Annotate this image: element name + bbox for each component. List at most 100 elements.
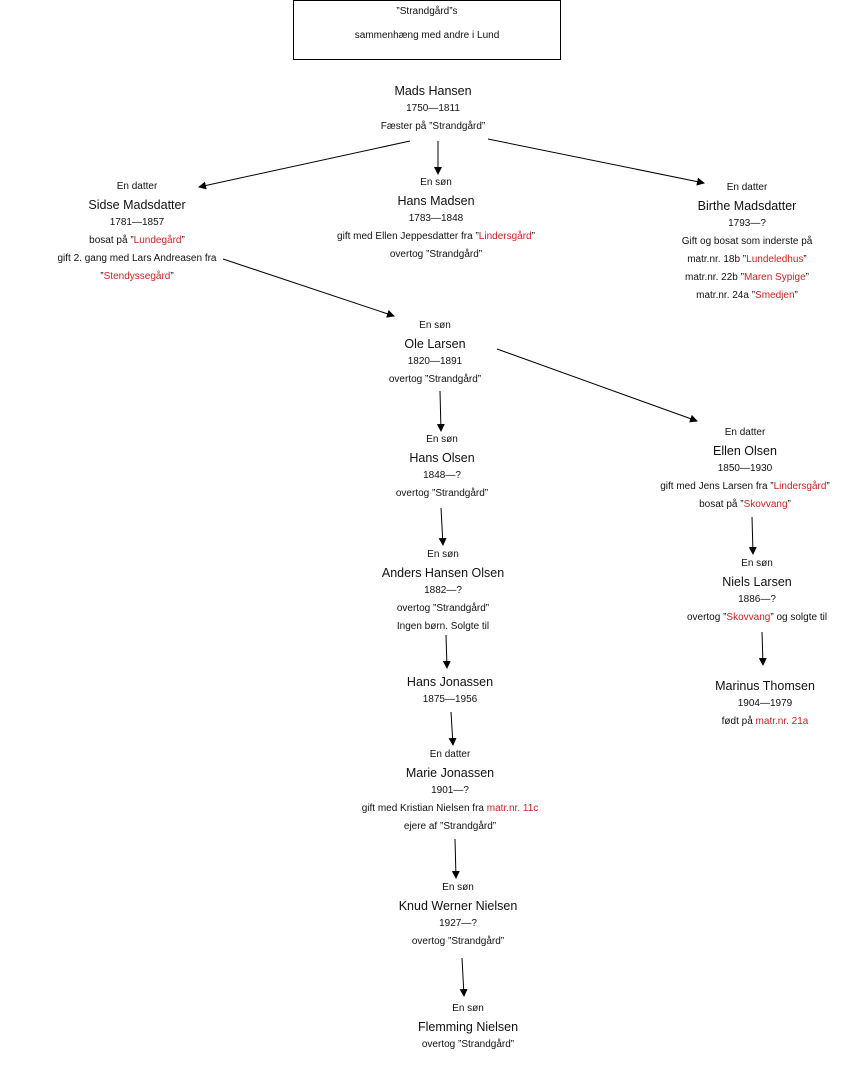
person-relation: En datter — [724, 427, 766, 438]
person-relation: En søn — [427, 549, 459, 560]
person-name: Marie Jonassen — [405, 766, 495, 780]
person-detail-line: gift med Kristian Nielsen fra matr.nr. 1… — [362, 800, 539, 818]
person-detail-line: 1783—1848 — [337, 210, 535, 228]
arrow-hans-jonassen-to-marie — [448, 711, 457, 746]
detail-text: ejere af ”Strandgård” — [403, 821, 497, 832]
person-detail-line: 1781—1857 — [58, 214, 217, 232]
person-detail-line: 1850—1930 — [660, 460, 830, 478]
person-name: Sidse Madsdatter — [88, 198, 186, 212]
detail-text: 1901—? — [431, 785, 469, 796]
person-detail-line: overtog ”Strandgård” — [382, 600, 504, 618]
person-detail-line: gift med Jens Larsen fra ”Lindersgård” — [660, 478, 830, 496]
detail-text: ” — [794, 290, 798, 301]
person-name: Hans Jonassen — [406, 675, 494, 689]
person-detail-line: ejere af ”Strandgård” — [362, 818, 539, 836]
person-detail-line: 1927—? — [399, 915, 518, 933]
person-detail-line: 1882—? — [382, 582, 504, 600]
arrow-ole-to-ellen — [496, 348, 698, 423]
detail-text: ” — [181, 235, 185, 246]
detail-text: 1886—? — [738, 594, 776, 605]
person-name: Hans Madsen — [397, 194, 475, 208]
person-detail-line: overtog ”Strandgård” — [418, 1036, 518, 1054]
detail-text: bosat på ” — [699, 499, 744, 510]
detail-text: overtog ”Strandgård” — [395, 488, 489, 499]
detail-text: bosat på ” — [89, 235, 134, 246]
detail-text: 1820—1891 — [407, 356, 463, 367]
person-detail-line: 1793—? — [682, 215, 813, 233]
detail-text: 1904—1979 — [737, 698, 793, 709]
detail-text: ” — [170, 271, 174, 282]
detail-text: 1927—? — [439, 918, 477, 929]
place-name: Lindersgård — [773, 481, 827, 492]
person-detail-line: 1848—? — [396, 467, 488, 485]
person-detail-line: født på matr.nr. 21a — [715, 713, 815, 731]
detail-text: Gift og bosat som inderste på — [681, 236, 813, 247]
person-detail-line: gift med Ellen Jeppesdatter fra ”Linders… — [337, 228, 535, 246]
person-detail-line: 1886—? — [687, 591, 827, 609]
arrow-hans-olsen-to-anders — [438, 507, 447, 546]
person-name: Marinus Thomsen — [715, 679, 815, 693]
person-relation: En søn — [452, 1003, 484, 1014]
detail-text: ” — [787, 499, 791, 510]
person-detail-line: overtog ”Strandgård” — [337, 246, 535, 264]
person-name: Ellen Olsen — [713, 444, 777, 458]
place-name: Lundegård — [133, 235, 182, 246]
person-detail-line: matr.nr. 24a ”Smedjen” — [682, 287, 813, 305]
place-name: Lundeledhus — [746, 254, 804, 265]
title-line-2: sammenhæng med andre i Lund — [354, 30, 500, 41]
person-relation: En søn — [420, 177, 452, 188]
person-detail-line: 1875—1956 — [407, 691, 493, 709]
detail-text: matr.nr. 24a ” — [696, 290, 756, 301]
detail-text: gift 2. gang med Lars Andreasen fra — [57, 253, 217, 264]
place-name: Lindersgård — [478, 231, 532, 242]
person-detail-line: Fæster på ”Strandgård” — [381, 118, 486, 136]
place-name: Skovvang — [743, 499, 788, 510]
person-name: Hans Olsen — [409, 451, 475, 465]
person-detail-line: gift 2. gang med Lars Andreasen fra — [58, 250, 217, 268]
detail-text: 1783—1848 — [408, 213, 464, 224]
place-name: matr.nr. 11c — [486, 803, 539, 814]
detail-text: overtog ”Strandgård” — [389, 249, 483, 260]
place-name: Stendyssegård — [103, 271, 171, 282]
person-relation: En søn — [442, 882, 474, 893]
person-detail-line: bosat på ”Skovvang” — [660, 496, 830, 514]
detail-text: matr.nr. 22b ” — [685, 272, 744, 283]
person-name: Anders Hansen Olsen — [381, 566, 505, 580]
person-detail-line: 1820—1891 — [389, 353, 481, 371]
arrow-anders-to-hans-jonassen — [442, 634, 451, 669]
place-name: Smedjen — [755, 290, 795, 301]
detail-text: født på — [721, 716, 756, 727]
detail-text: 1781—1857 — [109, 217, 165, 228]
detail-text: ” — [826, 481, 830, 492]
person-detail-line: bosat på ”Lundegård” — [58, 232, 217, 250]
detail-text: 1882—? — [424, 585, 462, 596]
detail-text: 1750—1811 — [406, 103, 460, 114]
person-detail-line: overtog ”Strandgård” — [399, 933, 518, 951]
detail-text: gift med Kristian Nielsen fra — [361, 803, 487, 814]
person-relation: En søn — [741, 558, 773, 569]
detail-text: 1875—1956 — [422, 694, 478, 705]
person-name: Niels Larsen — [722, 575, 792, 589]
detail-text: overtog ”Strandgård” — [388, 374, 482, 385]
arrow-sidse-to-ole — [222, 258, 395, 318]
detail-text: 1848—? — [423, 470, 461, 481]
detail-text: Fæster på ”Strandgård” — [380, 121, 486, 132]
arrow-marie-to-knud — [451, 838, 460, 879]
detail-text: gift med Jens Larsen fra ” — [660, 481, 774, 492]
person-detail-line: ”Stendyssegård” — [58, 268, 217, 286]
person-detail-line: Ingen børn. Solgte til — [382, 618, 504, 636]
detail-text: ” — [100, 271, 104, 282]
person-name: Ole Larsen — [404, 337, 466, 351]
person-detail-line: overtog ”Strandgård” — [389, 371, 481, 389]
person-detail-line: matr.nr. 18b ”Lundeledhus” — [682, 251, 813, 269]
detail-text: Ingen børn. Solgte til — [396, 621, 490, 632]
